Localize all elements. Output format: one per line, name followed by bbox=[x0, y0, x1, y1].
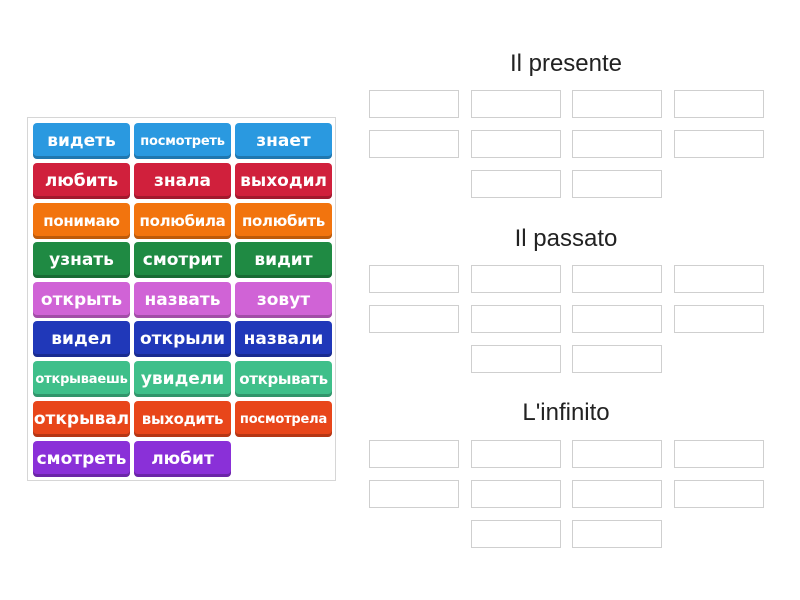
drop-slot[interactable] bbox=[471, 265, 561, 293]
word-tile[interactable]: знает bbox=[235, 123, 332, 159]
word-tile[interactable]: полюбила bbox=[134, 203, 231, 239]
word-tile[interactable]: любить bbox=[33, 163, 130, 199]
drop-slot[interactable] bbox=[572, 265, 662, 293]
word-tile[interactable]: назвать bbox=[134, 282, 231, 318]
group-title-passato: Il passato bbox=[514, 225, 618, 252]
drop-slot[interactable] bbox=[572, 480, 662, 508]
drop-slot[interactable] bbox=[572, 130, 662, 158]
drop-slot[interactable] bbox=[471, 345, 561, 373]
drop-slot[interactable] bbox=[674, 90, 764, 118]
drop-slot[interactable] bbox=[369, 90, 459, 118]
drop-slot[interactable] bbox=[369, 305, 459, 333]
word-tile[interactable]: посмотреть bbox=[134, 123, 231, 159]
drop-slot[interactable] bbox=[674, 130, 764, 158]
word-tile[interactable]: открываешь bbox=[33, 361, 130, 397]
drop-slot[interactable] bbox=[674, 440, 764, 468]
drop-slot[interactable] bbox=[572, 520, 662, 548]
word-bank: видеть посмотреть знает любить знала вых… bbox=[27, 117, 336, 481]
word-tile[interactable]: понимаю bbox=[33, 203, 130, 239]
drop-slot[interactable] bbox=[471, 440, 561, 468]
word-tile[interactable]: смотрит bbox=[134, 242, 231, 278]
drop-slot[interactable] bbox=[572, 345, 662, 373]
drop-slot[interactable] bbox=[471, 170, 561, 198]
drop-slot[interactable] bbox=[674, 480, 764, 508]
group-title-infinito: L'infinito bbox=[522, 399, 610, 426]
drop-slot[interactable] bbox=[369, 130, 459, 158]
drop-slot[interactable] bbox=[572, 170, 662, 198]
word-tile[interactable]: открыть bbox=[33, 282, 130, 318]
word-tile[interactable]: видеть bbox=[33, 123, 130, 159]
word-tile[interactable]: назвали bbox=[235, 321, 332, 357]
word-tile[interactable]: узнать bbox=[33, 242, 130, 278]
drop-slot[interactable] bbox=[471, 520, 561, 548]
drop-slot[interactable] bbox=[674, 305, 764, 333]
drop-slot[interactable] bbox=[471, 130, 561, 158]
drop-slot[interactable] bbox=[471, 305, 561, 333]
word-tile[interactable]: выходить bbox=[134, 401, 231, 437]
drop-slot[interactable] bbox=[572, 305, 662, 333]
word-tile[interactable]: видит bbox=[235, 242, 332, 278]
drop-slot[interactable] bbox=[369, 480, 459, 508]
word-tile[interactable]: знала bbox=[134, 163, 231, 199]
drop-slot[interactable] bbox=[471, 90, 561, 118]
word-tile[interactable]: открывал bbox=[33, 401, 130, 437]
word-tile[interactable]: посмотрела bbox=[235, 401, 332, 437]
word-tile[interactable]: открыли bbox=[134, 321, 231, 357]
drop-slot[interactable] bbox=[572, 90, 662, 118]
word-tile[interactable]: выходил bbox=[235, 163, 332, 199]
drop-slot[interactable] bbox=[572, 440, 662, 468]
drop-slot[interactable] bbox=[369, 265, 459, 293]
word-tile[interactable]: видел bbox=[33, 321, 130, 357]
group-title-presente: Il presente bbox=[509, 50, 623, 77]
word-tile[interactable]: смотреть bbox=[33, 441, 130, 477]
word-tile[interactable]: любит bbox=[134, 441, 231, 477]
drop-slot[interactable] bbox=[369, 440, 459, 468]
word-tile[interactable]: увидели bbox=[134, 361, 231, 397]
word-tile[interactable]: зовут bbox=[235, 282, 332, 318]
word-tile[interactable]: открывать bbox=[235, 361, 332, 397]
word-tile[interactable]: полюбить bbox=[235, 203, 332, 239]
drop-slot[interactable] bbox=[674, 265, 764, 293]
drop-slot[interactable] bbox=[471, 480, 561, 508]
